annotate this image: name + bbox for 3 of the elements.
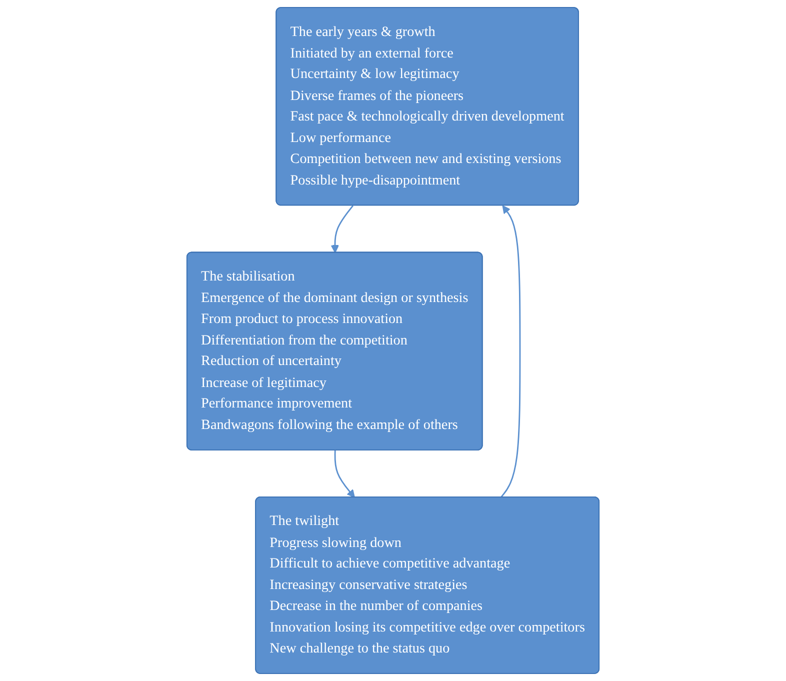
arrow (500, 205, 521, 498)
arrow (334, 450, 355, 498)
arrow (330, 205, 354, 254)
